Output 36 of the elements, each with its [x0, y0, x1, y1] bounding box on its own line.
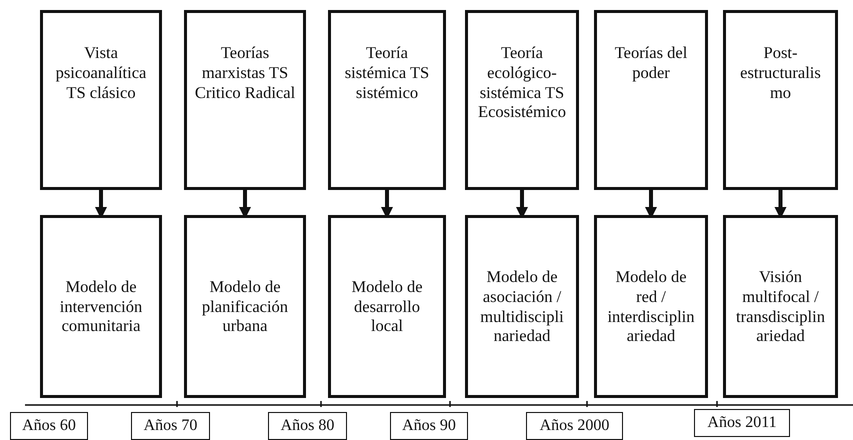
box-text: Visión multifocal / transdisciplin ariedad: [735, 266, 826, 346]
box-text: Modelo de red / interdisciplin ariedad: [606, 266, 696, 346]
year-label: Años 60: [22, 416, 76, 436]
box-text: Post- estructuralis mo: [739, 43, 822, 102]
year-box: [694, 409, 790, 437]
year-label: Años 90: [402, 416, 456, 436]
box-text: Modelo de asociación / multidiscipli nariedad: [479, 266, 565, 346]
concept-box: [723, 215, 838, 398]
concept-box: [184, 215, 306, 398]
box-text: Teoría sistémica TS sistémico: [344, 43, 430, 102]
box-text: Teoría ecológico- sistémica TS Ecosistémico: [477, 43, 567, 122]
year-label: Años 80: [280, 416, 334, 436]
box-text: Vista psicoanalítica TS clásico: [54, 43, 148, 102]
year-label: Años 2011: [707, 413, 777, 433]
box-text: Modelo de planificación urbana: [200, 276, 290, 336]
box-text: Modelo de desarrollo local: [350, 276, 424, 336]
year-box: [526, 412, 623, 440]
concept-box: [594, 10, 708, 190]
concept-box: [40, 10, 162, 190]
concept-box: [184, 10, 306, 190]
year-box: [390, 412, 468, 440]
year-label: Años 70: [144, 416, 198, 436]
concept-box: [465, 10, 579, 190]
year-label: Años 2000: [540, 416, 610, 436]
box-text: Teorías del poder: [614, 43, 688, 83]
concept-box: [594, 215, 708, 398]
box-text: Teorías marxistas TS Critico Radical: [194, 43, 296, 102]
concept-box: [328, 215, 446, 398]
concept-box: [40, 215, 162, 398]
box-text: Modelo de intervención comunitaria: [58, 276, 144, 336]
concept-box: [723, 10, 838, 190]
year-box: [131, 412, 210, 440]
concept-box: [465, 215, 579, 398]
year-box: [268, 412, 347, 440]
year-box: [10, 412, 88, 440]
concept-box: [328, 10, 446, 190]
